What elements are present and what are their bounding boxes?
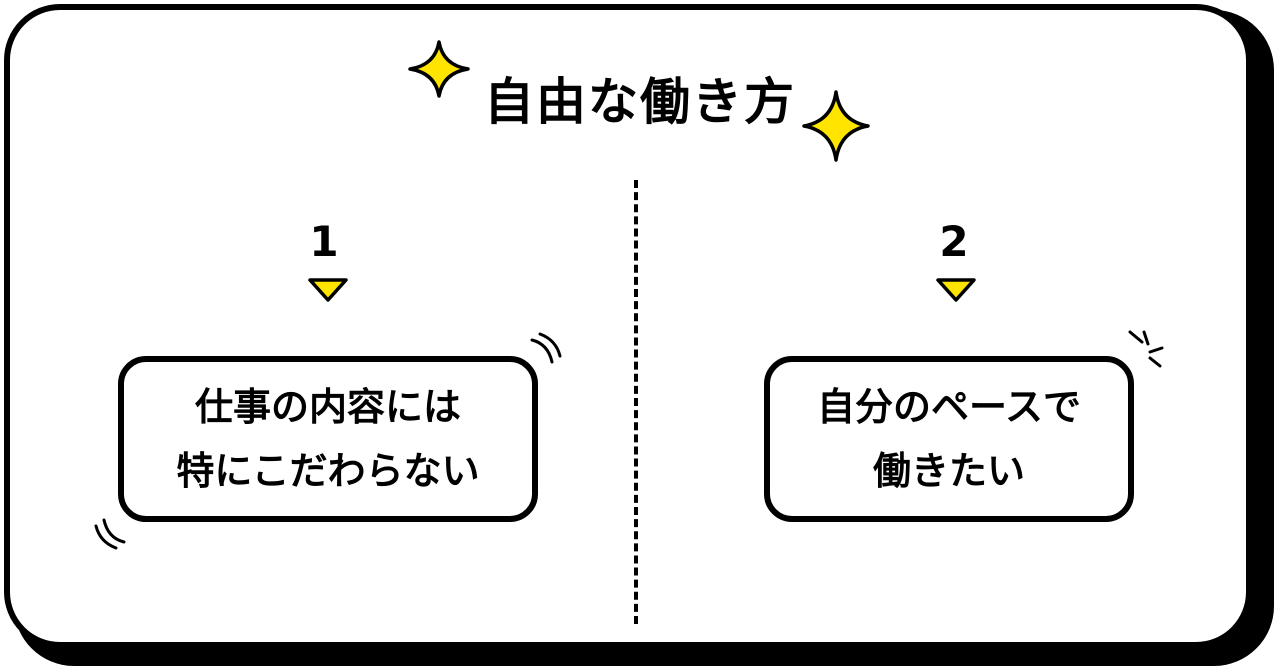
spark-marks-icon <box>1128 330 1164 368</box>
page-title: 自由な働き方 <box>484 73 796 131</box>
item-text-2: 自分のペースで 働きたい <box>817 375 1081 503</box>
item-text-line: 仕事の内容には <box>194 385 461 429</box>
card-frame <box>4 4 1252 648</box>
item-text-line: 自分のペースで <box>816 385 1082 429</box>
item-text-line: 働きたい <box>872 449 1025 493</box>
item-box-2: 自分のペースで 働きたい <box>764 356 1134 522</box>
item-number-1: 1 <box>309 217 339 266</box>
motion-lines-icon <box>530 332 562 364</box>
item-number-2: 2 <box>939 217 969 266</box>
sparkle-icon <box>408 40 470 98</box>
sparkle-icon <box>802 90 870 162</box>
item-text-1: 仕事の内容には 特にこだわらない <box>176 375 479 503</box>
item-box-1: 仕事の内容には 特にこだわらない <box>118 356 538 522</box>
down-triangle-icon <box>308 278 348 302</box>
motion-lines-icon <box>94 518 126 550</box>
item-text-line: 特にこだわらない <box>176 449 480 493</box>
down-triangle-icon <box>936 278 976 302</box>
center-divider <box>634 180 638 624</box>
